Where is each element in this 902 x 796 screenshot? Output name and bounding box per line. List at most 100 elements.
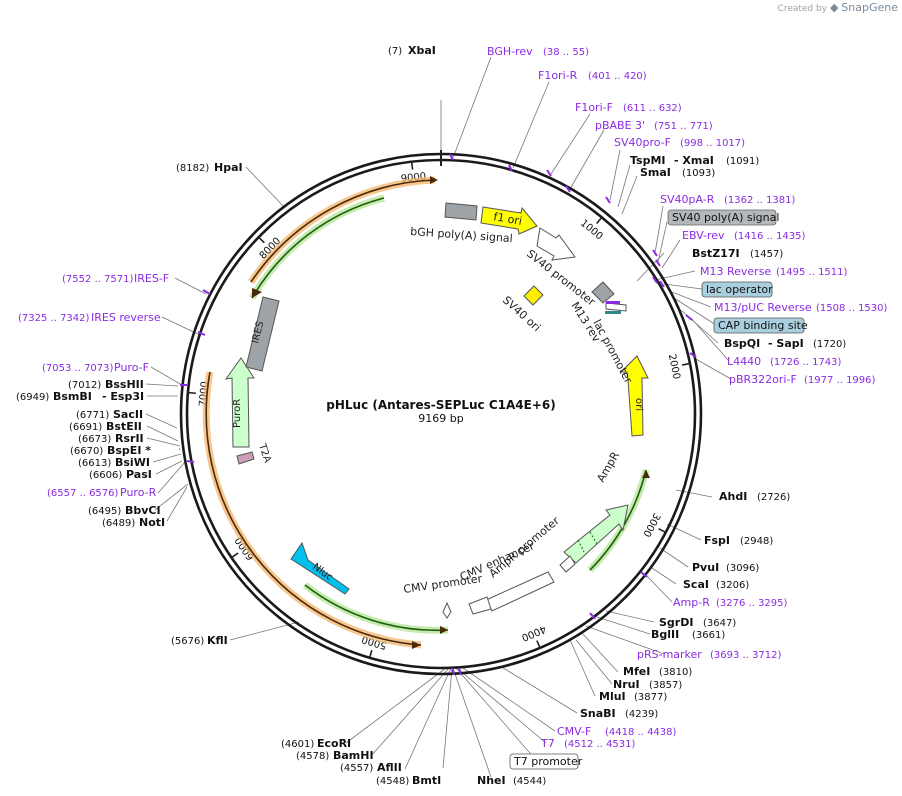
site-name-mlui: MluI xyxy=(599,690,626,703)
site-name-xbai: XbaI xyxy=(408,44,436,57)
nluc-feature xyxy=(290,541,350,595)
snapgene-brand: Created by ◆ SnapGene xyxy=(778,1,898,14)
ampr-promoter-feature xyxy=(559,555,576,573)
box-label-lacoperator: lac operator xyxy=(706,283,773,296)
site-pos-bmti: (4548) xyxy=(376,776,409,787)
primer-name-t7: T7 xyxy=(540,737,555,750)
site-name-pasi: PasI xyxy=(126,468,152,481)
primer-range-pbabe3: (751 .. 771) xyxy=(654,121,713,132)
lac-operator-feature xyxy=(606,301,620,304)
site-name-sgrdi: SgrDI xyxy=(659,616,693,629)
sv40-promoter-feature xyxy=(536,227,576,261)
feature-label-ampr: AmpR xyxy=(594,449,622,484)
primer-range-sv40prof: (998 .. 1017) xyxy=(680,138,745,149)
site-pos-bglii: (3661) xyxy=(692,630,725,641)
site-pos-nhei: (4544) xyxy=(513,776,546,787)
primer-name-f1orir: F1ori-R xyxy=(538,69,578,82)
scale-tick-label: 1000 xyxy=(578,218,605,243)
primer-labels: BGH-rev (38 .. 55) F1ori-R (401 .. 420) … xyxy=(18,45,888,750)
site-pos-tspmi: (1091) xyxy=(726,156,759,167)
scale-tick xyxy=(658,527,667,534)
brand-name: SnapGene xyxy=(841,1,898,14)
site-name-mfei: MfeI xyxy=(623,665,650,678)
primer-name-l4440: L4440 xyxy=(727,355,761,368)
site-name-hpai: HpaI xyxy=(214,161,243,174)
site-name-noti: NotI xyxy=(139,516,165,529)
site-pos-fspi: (2948) xyxy=(740,536,773,547)
f1-ori-feature xyxy=(480,206,538,235)
scale-tick-label: 3000 xyxy=(640,511,662,539)
site-pos-hpai: (8182) xyxy=(176,163,209,174)
primer-name-f1orif: F1ori-F xyxy=(575,101,613,114)
primer-range-m13reverse: (1495 .. 1511) xyxy=(776,267,848,278)
site-pos-bspqi: (1720) xyxy=(813,339,846,350)
site-pos-bsiwi: (6613) xyxy=(78,458,111,469)
primer-range-iresreverse: (7325 .. 7342) xyxy=(18,313,90,324)
primer-range-sv40par: (1362 .. 1381) xyxy=(724,195,796,206)
site-name-ecori: EcoRI xyxy=(317,737,351,750)
scale-tick-label: 4000 xyxy=(520,623,548,643)
ampr-feature xyxy=(563,504,629,564)
site-name-ahdi: AhdI xyxy=(719,490,747,503)
primer-range-pbr322orif: (1977 .. 1996) xyxy=(804,375,876,386)
site-pos-aflii: (4557) xyxy=(340,763,373,774)
lac-promoter-feature xyxy=(605,302,627,312)
primer-name-cmvf: CMV-F xyxy=(557,725,591,738)
primer-range-ebvrev: (1416 .. 1435) xyxy=(734,231,806,242)
plasmid-name: pHLuc (Antares-SEPLuc C1A4E+6) xyxy=(326,398,555,412)
ori-feature xyxy=(619,355,649,437)
primer-ticks xyxy=(180,153,697,676)
site-pos-bsteii: (6691) xyxy=(69,422,102,433)
primer-name-iresreverse: IRES reverse xyxy=(91,311,161,324)
feature-label-bgh: bGH poly(A) signal xyxy=(410,225,513,245)
primer-range-f1orif: (611 .. 632) xyxy=(623,103,682,114)
feature-shapes xyxy=(224,202,649,619)
site-pos-bspei: (6670) xyxy=(70,446,103,457)
site-pos-bsmbi: (6949) xyxy=(16,392,49,403)
m13-rev-feature xyxy=(591,281,615,304)
primer-name-sv40par: SV40pA-R xyxy=(660,193,715,206)
site-pos-mlui: (3877) xyxy=(634,692,667,703)
site-name-bsshii: BssHII xyxy=(105,378,144,391)
primer-name-iresf: IRES-F xyxy=(134,272,169,285)
site-name-bglii: BglII xyxy=(651,628,679,641)
site-name-bbvci: BbvCI xyxy=(125,504,161,517)
ires-feature xyxy=(245,296,280,372)
site-name-nrui: NruI xyxy=(613,678,640,691)
primer-range-cmvf: (4418 .. 4438) xyxy=(605,727,677,738)
box-label-capsite: CAP binding site xyxy=(718,319,808,332)
site-name-scai: ScaI xyxy=(683,578,709,591)
primer-name-purof: Puro-F xyxy=(114,361,149,374)
primer-name-bghrev: BGH-rev xyxy=(487,45,533,58)
site-name-fspi: FspI xyxy=(704,534,730,547)
site-pos-nrui: (3857) xyxy=(649,680,682,691)
primer-name-ampr: Amp-R xyxy=(673,596,710,609)
box-label-sv40polya: SV40 poly(A) signal xyxy=(672,211,779,224)
scale-tick xyxy=(596,216,603,225)
primer-range-bghrev: (38 .. 55) xyxy=(543,47,589,58)
orf-arcs xyxy=(202,176,650,649)
site-pos-sacii: (6771) xyxy=(76,410,109,421)
scale-tick xyxy=(187,391,196,395)
primer-range-puror: (6557 .. 6576) xyxy=(47,488,119,499)
site-pos-sgrdi: (3647) xyxy=(703,618,736,629)
scale-tick xyxy=(368,649,373,658)
site-pos-ahdi: (2726) xyxy=(757,492,790,503)
site-pos-rsrii: (6673) xyxy=(78,434,111,445)
snapgene-logo-icon: ◆ xyxy=(829,1,839,14)
site-name-sacii: SacII xyxy=(113,408,143,421)
site-name-rsrii: RsrII xyxy=(115,432,144,445)
site-name-pvui: PvuI xyxy=(692,561,719,574)
site-pos-bbvci: (6495) xyxy=(88,506,121,517)
scale-tick xyxy=(231,552,239,559)
site-name-nhei: NheI xyxy=(477,774,506,787)
plasmid-size: 9169 bp xyxy=(418,412,463,425)
feature-label-ori: ori xyxy=(633,398,644,411)
feature-label-puror: PuroR xyxy=(232,399,243,428)
sv40-ori-feature xyxy=(523,285,544,306)
primer-name-prsmarker: pRS-marker xyxy=(637,648,702,661)
site-name-bsteii: BstEII xyxy=(106,420,142,433)
site-pos-pasi: (6606) xyxy=(89,470,122,481)
scale-tick xyxy=(536,640,541,649)
feature-label-lacpromoter: lac promoter xyxy=(590,317,635,386)
